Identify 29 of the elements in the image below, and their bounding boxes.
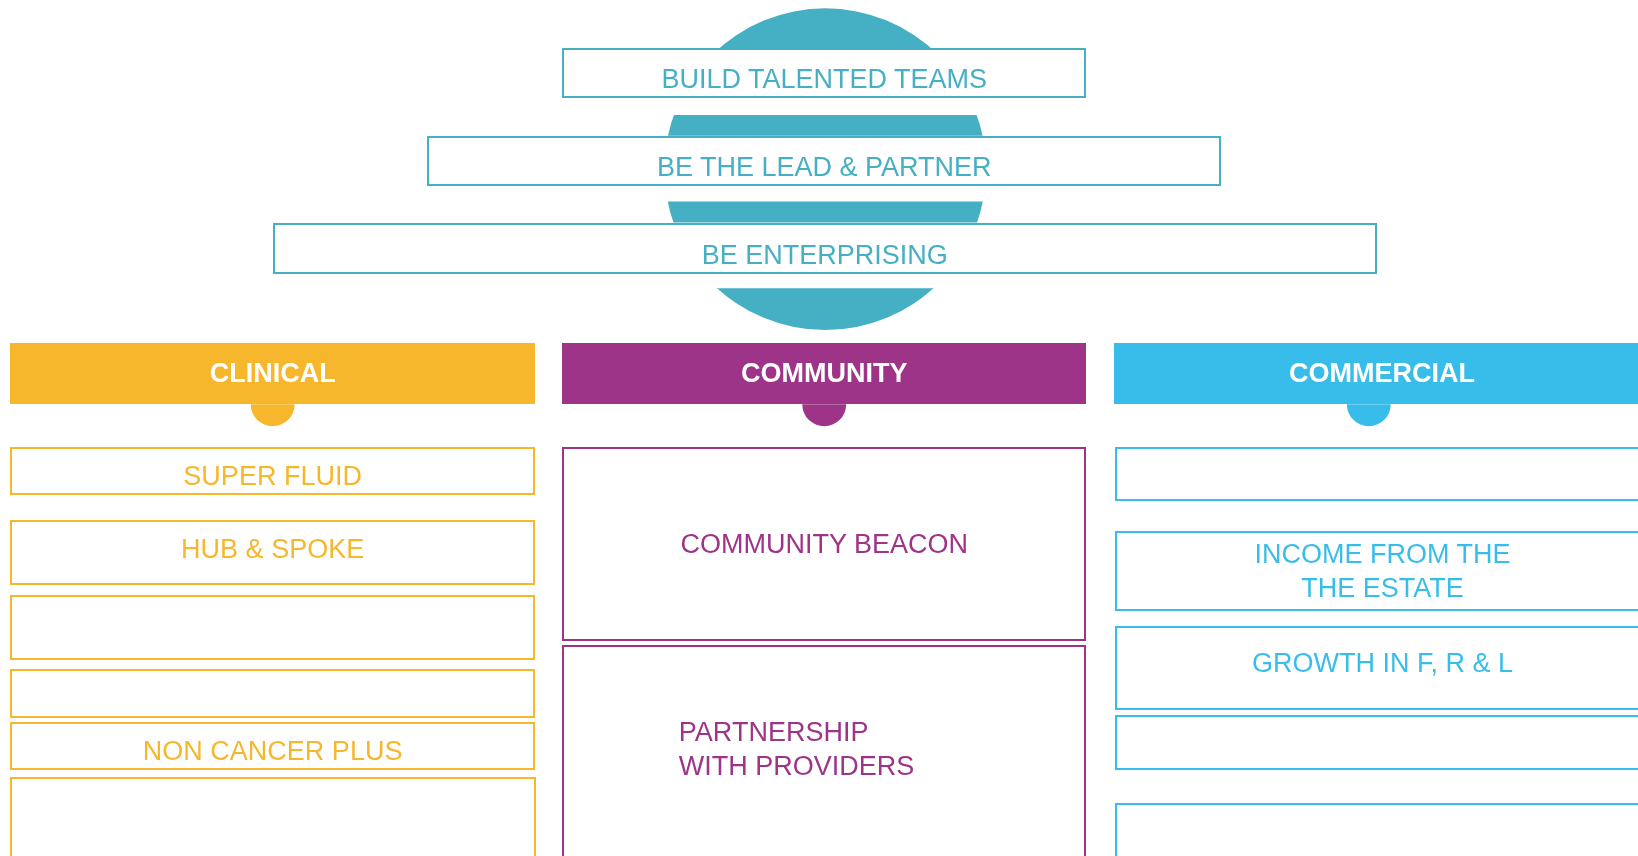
empty-box bbox=[10, 595, 535, 661]
text-box bbox=[10, 447, 535, 496]
empty-box bbox=[1114, 803, 1638, 856]
box-label: INCOME FROM THE THE ESTATE bbox=[1253, 537, 1512, 605]
header-label: COMMUNITY bbox=[740, 357, 908, 391]
empty-box bbox=[1114, 714, 1638, 770]
text-box bbox=[10, 721, 535, 770]
header-label: COMMERCIAL bbox=[1289, 357, 1476, 391]
box-label: HUB & SPOKE bbox=[181, 533, 365, 567]
empty-box bbox=[1114, 447, 1638, 502]
box-label: BE THE LEAD & PARTNER bbox=[656, 150, 992, 184]
box-label: NON CANCER PLUS bbox=[142, 734, 403, 768]
header-label: CLINICAL bbox=[209, 357, 336, 391]
text-box bbox=[10, 520, 535, 585]
empty-box bbox=[10, 668, 535, 718]
box-label: GROWTH IN F, R & L bbox=[1252, 646, 1514, 680]
box-label: BUILD TALENTED TEAMS bbox=[661, 63, 987, 97]
box-label: PARTNERSHIP WITH PROVIDERS bbox=[678, 715, 916, 783]
text-box bbox=[562, 447, 1087, 642]
box-label: COMMUNITY BEACON bbox=[680, 528, 968, 562]
box-label: SUPER FLUID bbox=[183, 460, 362, 494]
text-box bbox=[1114, 625, 1638, 711]
empty-box bbox=[10, 777, 536, 856]
text-box bbox=[1114, 530, 1638, 612]
goal-banner bbox=[562, 48, 1087, 99]
text-box bbox=[562, 644, 1087, 856]
goal-banner bbox=[427, 135, 1222, 186]
goal-banner bbox=[272, 222, 1377, 274]
box-label: BE ENTERPRISING bbox=[701, 238, 948, 272]
